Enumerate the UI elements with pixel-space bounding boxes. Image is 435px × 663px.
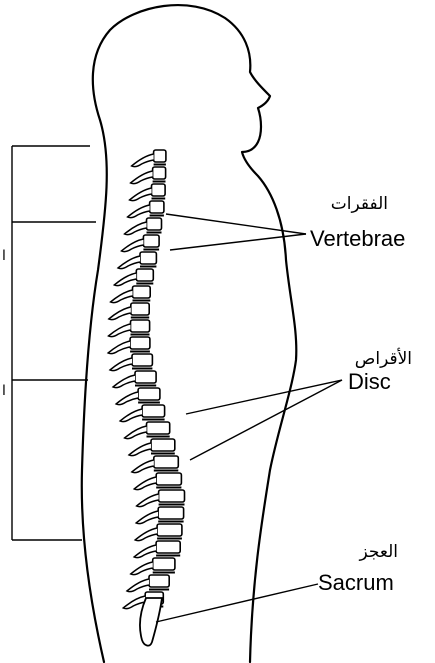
vertebra-body <box>130 337 150 349</box>
spinous-process <box>116 392 138 405</box>
spinous-process <box>118 256 140 269</box>
spinous-process <box>131 171 153 184</box>
vertebra-body <box>147 218 162 230</box>
vertebra-body <box>150 201 164 213</box>
leader-lines <box>156 214 342 622</box>
spinous-process <box>135 528 157 541</box>
vertebra-body <box>151 439 175 451</box>
region-bracket <box>12 146 96 540</box>
vertebra-body <box>154 150 166 162</box>
vertebra-body <box>153 167 166 179</box>
spinous-process <box>137 494 159 507</box>
spinous-process <box>110 358 132 371</box>
vertebra-body <box>132 354 152 366</box>
spinous-process <box>130 188 152 201</box>
sacrum-label-ar: العجز <box>359 542 398 562</box>
spinous-process <box>134 477 156 490</box>
spinous-process <box>108 324 130 337</box>
vertebra-body <box>154 456 179 468</box>
spinous-process <box>120 409 142 422</box>
vertebra-body <box>135 371 156 383</box>
vertebra-body <box>133 286 151 298</box>
spinous-process <box>114 273 136 286</box>
vertebra-body <box>142 405 165 417</box>
spinous-process <box>128 205 150 218</box>
vertebra-body <box>131 303 149 315</box>
spinous-process <box>132 154 154 167</box>
sacrum-label-en: Sacrum <box>318 570 394 595</box>
vertebrae-label-ar: الفقرات <box>331 194 388 214</box>
vertebra-body <box>156 473 181 485</box>
spine <box>108 150 184 646</box>
spinous-process <box>127 579 149 592</box>
spinous-process <box>136 511 158 524</box>
vertebra-body <box>158 507 183 519</box>
vertebra-body <box>140 252 156 264</box>
vertebra-body <box>159 490 185 502</box>
spinous-process <box>132 460 154 473</box>
vertebra-body <box>131 320 150 332</box>
disc-label-ar: الأقراص <box>355 348 412 369</box>
vertebra-body <box>143 235 159 247</box>
vertebra-body <box>153 558 175 570</box>
spinous-process <box>108 341 130 354</box>
spinous-process <box>134 545 156 558</box>
disc-label-en: Disc <box>348 369 391 394</box>
vertebra-body <box>138 388 160 400</box>
vertebra-body <box>147 422 170 434</box>
vertebra-body <box>136 269 153 281</box>
left-fragment-1: ا <box>2 248 6 264</box>
spinous-process <box>131 562 153 575</box>
vertebrae-label-en: Vertebrae <box>310 226 405 251</box>
spinous-process <box>109 307 131 320</box>
spinous-process <box>129 443 151 456</box>
spinous-process <box>113 375 135 388</box>
spinous-process <box>111 290 133 303</box>
vertebra-body <box>157 524 182 536</box>
spinous-process <box>125 426 147 439</box>
left-fragment-2: ا <box>2 383 6 399</box>
vertebra-body <box>149 575 169 587</box>
vertebra-body <box>152 184 166 196</box>
spinous-process <box>121 239 143 252</box>
vertebra-body <box>156 541 180 553</box>
spinous-process <box>125 222 147 235</box>
